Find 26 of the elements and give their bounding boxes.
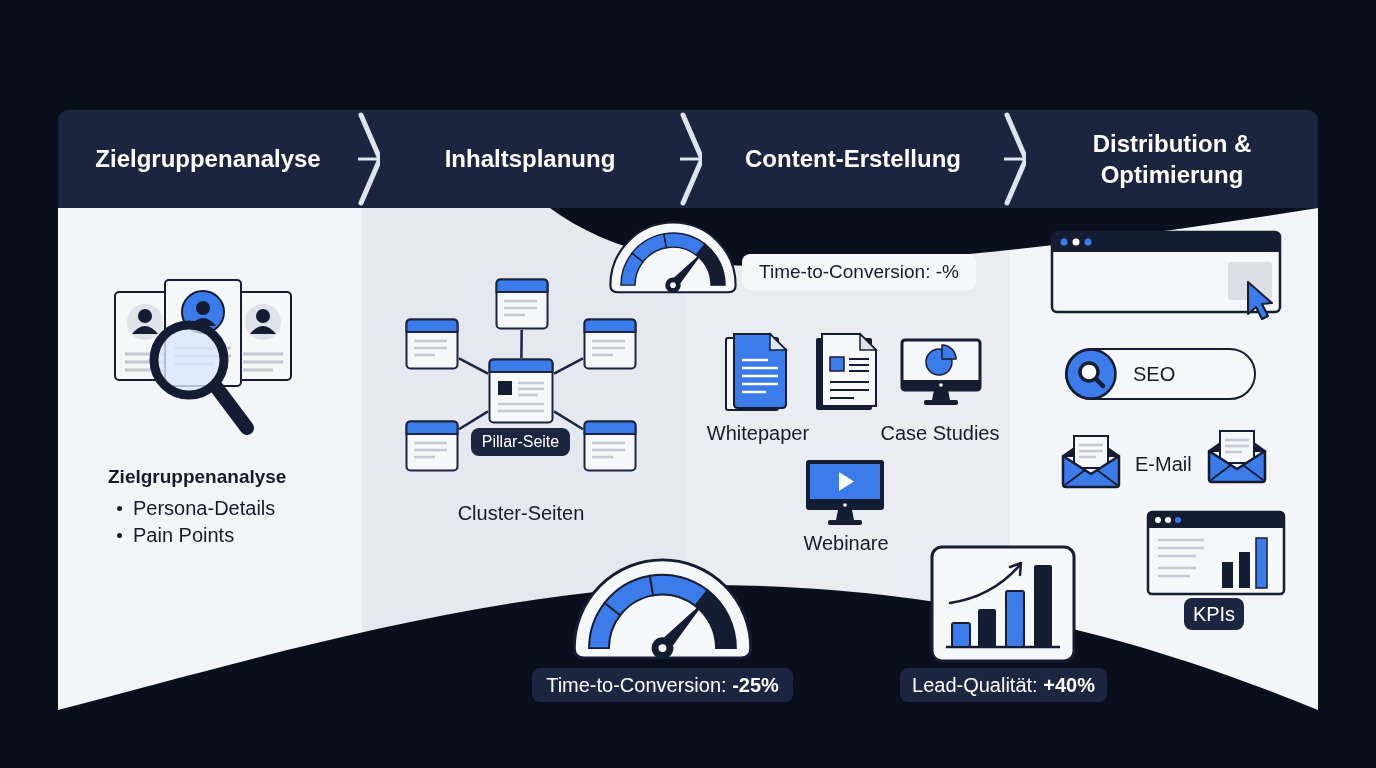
section-heading: Zielgruppenanalyse bbox=[108, 465, 287, 489]
icon-caption: Webinare bbox=[803, 531, 889, 555]
cluster-page-card bbox=[495, 278, 549, 330]
connector-line bbox=[520, 330, 523, 358]
pillar-page-card bbox=[488, 358, 554, 424]
metric-label: Time-to-Conversion: -% bbox=[742, 254, 976, 290]
metric-label: Lead-Qualität: +40% bbox=[900, 668, 1107, 702]
search-bar bbox=[1065, 348, 1256, 400]
cluster-page-card bbox=[405, 318, 459, 370]
channel-label: E-Mail bbox=[1135, 452, 1192, 476]
tag-label: KPIs bbox=[1184, 598, 1244, 630]
cluster-page-card bbox=[583, 420, 637, 472]
icon-caption: Whitepaper bbox=[706, 421, 810, 445]
list-item: Pain Points bbox=[133, 523, 235, 547]
caption: Cluster-Seiten bbox=[457, 501, 585, 525]
cluster-page-card bbox=[405, 420, 459, 472]
metric-label: Time-to-Conversion: -25% bbox=[532, 668, 793, 702]
icon-caption: Case Studies bbox=[880, 421, 1000, 445]
cluster-page-card bbox=[583, 318, 637, 370]
list-item: Persona-Details bbox=[133, 496, 276, 520]
search-bar-text: SEO bbox=[1133, 362, 1176, 386]
connector-line bbox=[458, 357, 489, 375]
connector-line bbox=[458, 410, 489, 431]
connector-line bbox=[553, 410, 584, 431]
page-label: Pillar-Seite bbox=[471, 428, 570, 456]
connector-line bbox=[553, 357, 584, 375]
